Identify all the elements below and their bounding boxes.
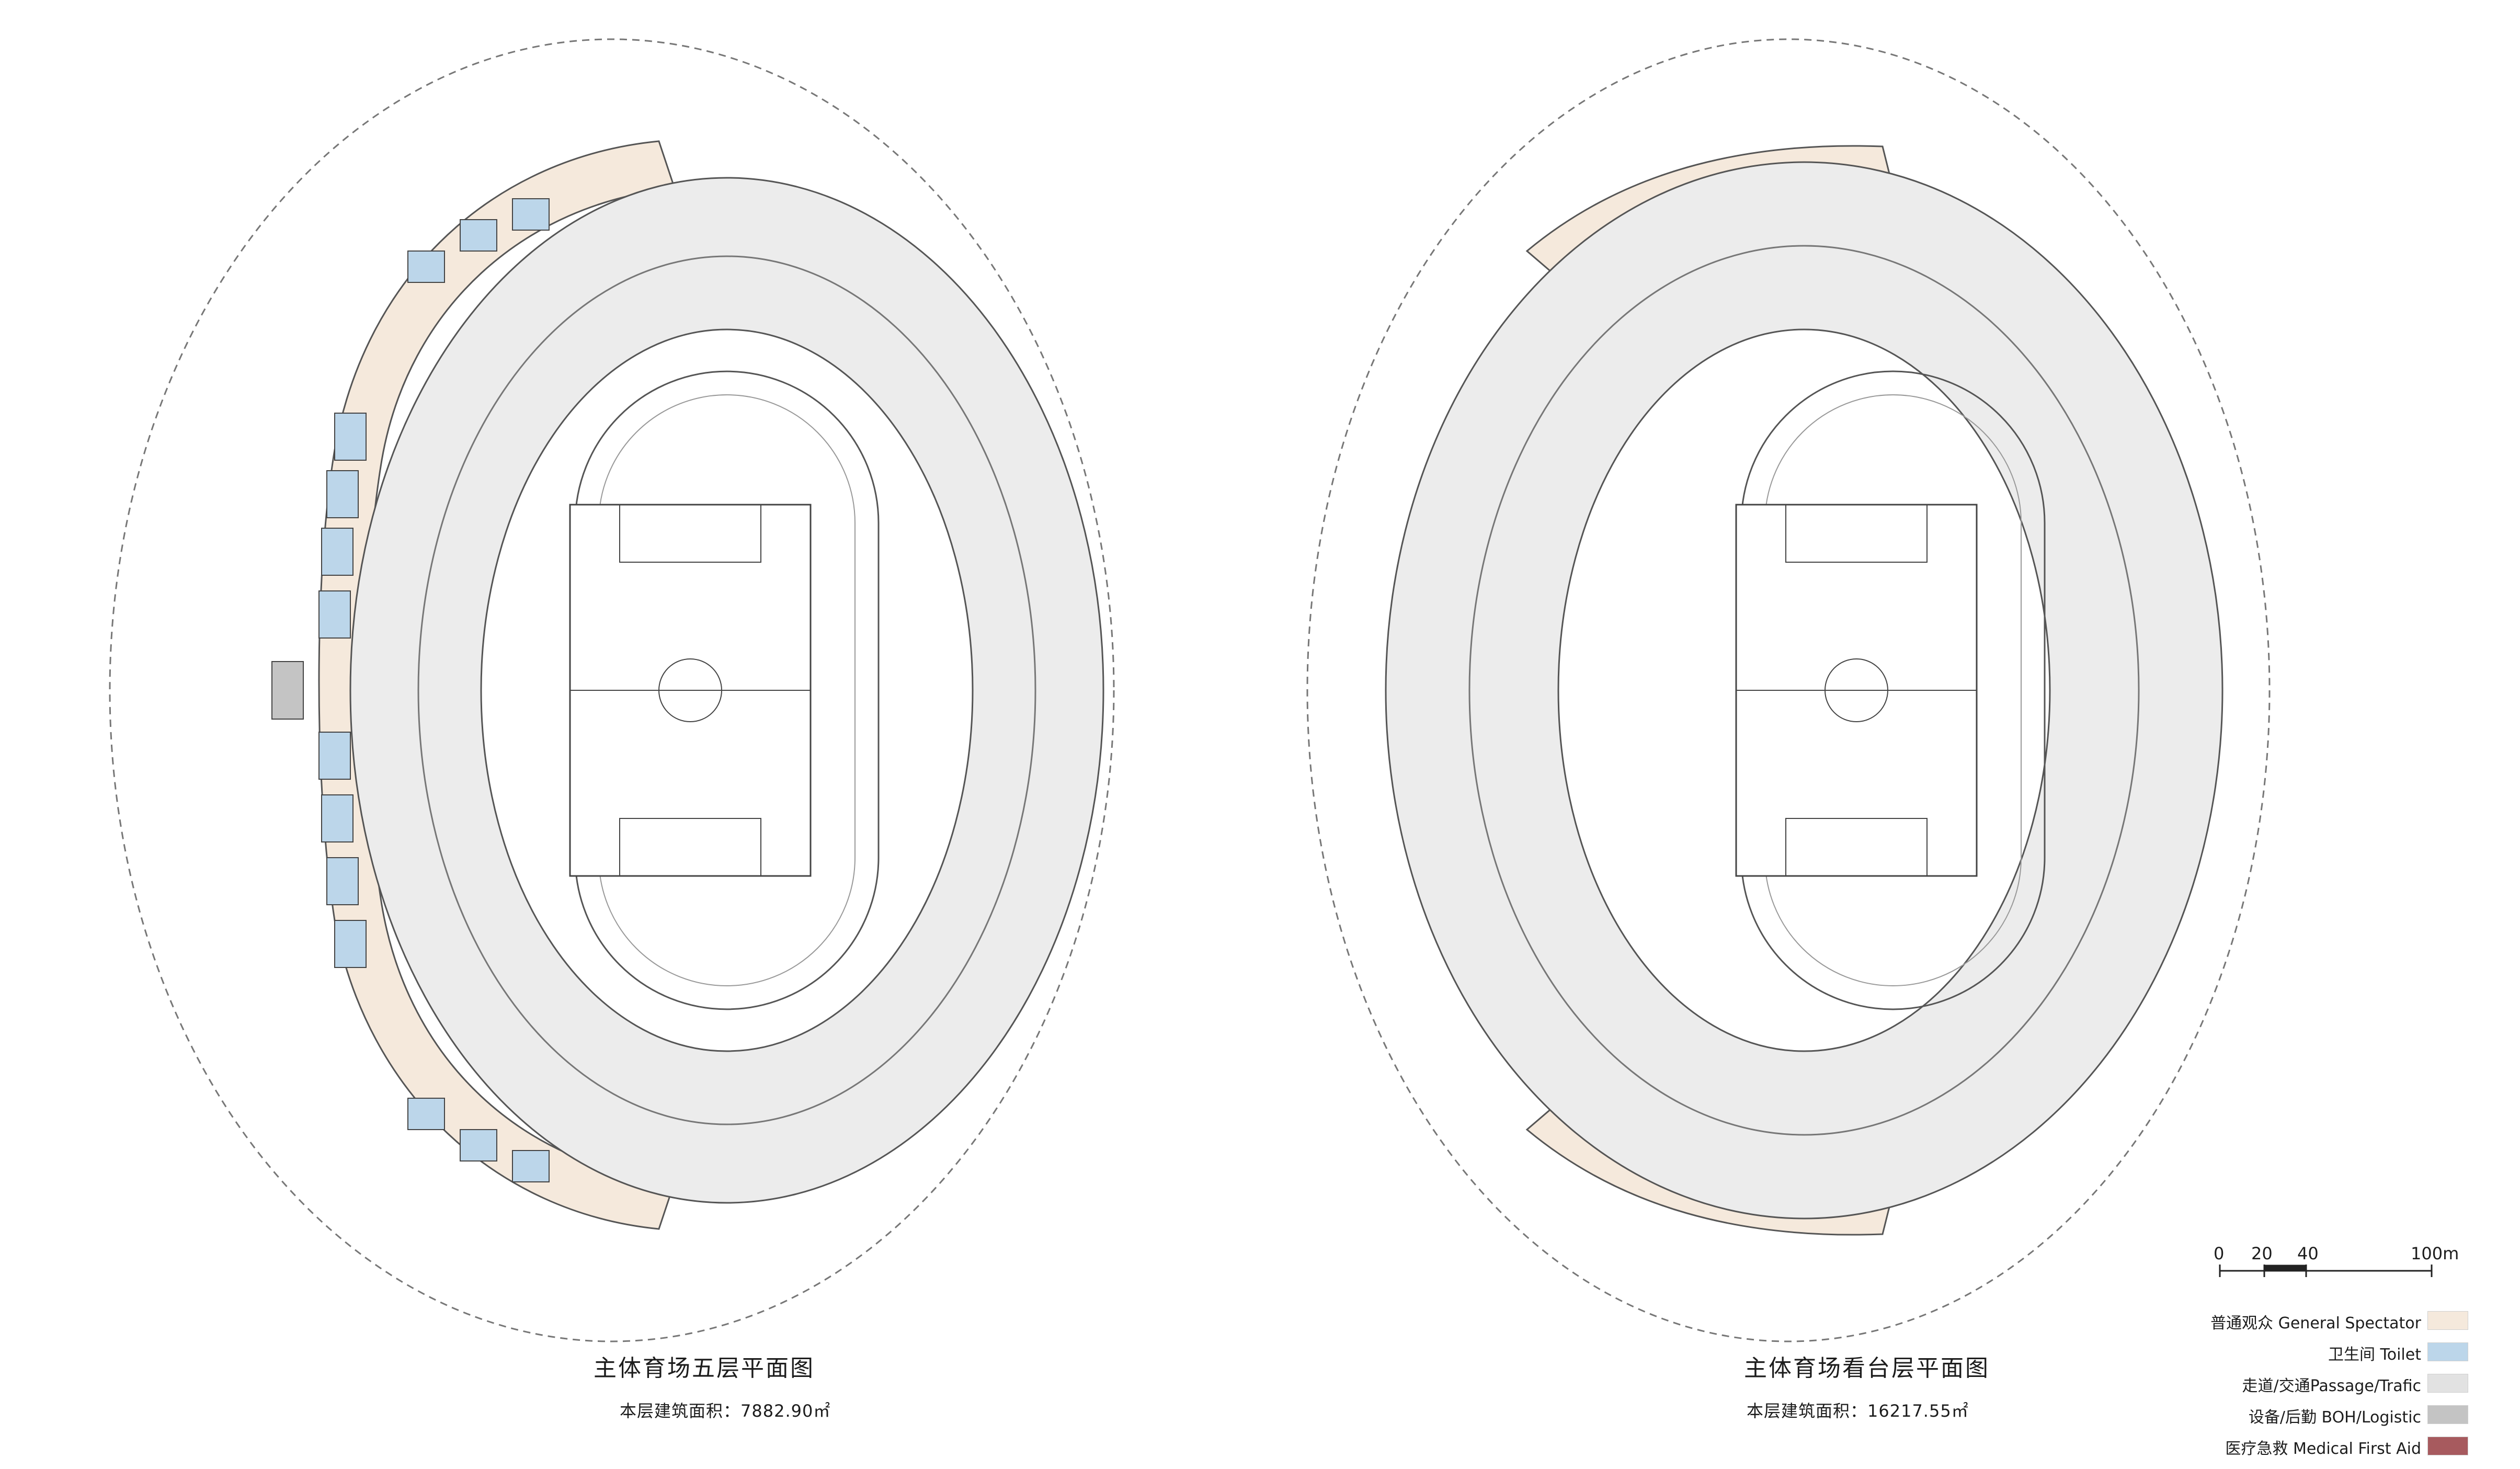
scale-bar-graphic [2219, 1265, 2433, 1277]
plan-fifth-floor [109, 38, 1115, 1342]
plan-area-stand-level: 本层建筑面积：16217.55㎡ [1747, 1401, 1969, 1421]
scale-label-100: 100m [2411, 1244, 2459, 1263]
scale-label-40: 40 [2297, 1244, 2319, 1263]
plan-title-stand-level: 主体育场看台层平面图 [1744, 1355, 1990, 1382]
scale-bar: 0 20 40 100m [2204, 1244, 2459, 1285]
site-boundary-dashed [109, 38, 1115, 1342]
legend-item: 医疗急救 Medical First Aid [2144, 1430, 2468, 1462]
scale-label-0: 0 [2214, 1244, 2225, 1263]
legend-item: 设备/后勤 BOH/Logistic [2144, 1399, 2468, 1430]
legend-swatch [2427, 1374, 2468, 1393]
legend-item: 走道/交通Passage/Trafic [2144, 1368, 2468, 1399]
penalty-box-north [1785, 504, 1928, 563]
running-track-outer [1740, 370, 2046, 1010]
legend: 普通观众 General Spectator 卫生间 Toilet 走道/交通P… [2144, 1305, 2468, 1462]
penalty-box-south [1785, 818, 1928, 876]
seating-bowl-mid [1468, 245, 2140, 1136]
running-track-inner [1764, 394, 2022, 986]
site-boundary-dashed [1306, 38, 2271, 1342]
legend-label: 走道/交通Passage/Trafic [2242, 1377, 2421, 1395]
centre-circle [658, 658, 722, 722]
legend-label: 医疗急救 Medical First Aid [2225, 1440, 2421, 1458]
legend-swatch [2427, 1311, 2468, 1330]
plan-area-fifth-floor: 本层建筑面积：7882.90㎡ [620, 1401, 831, 1421]
legend-swatch [2427, 1437, 2468, 1455]
legend-swatch [2427, 1405, 2468, 1424]
legend-swatch [2427, 1342, 2468, 1361]
legend-item: 卫生间 Toilet [2144, 1336, 2468, 1368]
legend-item: 普通观众 General Spectator [2144, 1305, 2468, 1336]
seating-bowl-mid [417, 255, 1036, 1125]
legend-label: 普通观众 General Spectator [2210, 1314, 2421, 1333]
penalty-box-north [619, 504, 761, 563]
legend-label: 设备/后勤 BOH/Logistic [2248, 1408, 2421, 1427]
legend-label: 卫生间 Toilet [2328, 1346, 2421, 1364]
logistic-room [271, 661, 304, 720]
penalty-box-south [619, 818, 761, 876]
centre-circle [1825, 658, 1888, 722]
plan-stand-level [1306, 38, 2271, 1342]
running-track-inner [598, 394, 856, 986]
running-track-outer [574, 370, 880, 1010]
plan-title-fifth-floor: 主体育场五层平面图 [594, 1355, 815, 1382]
toilet-blocks [318, 198, 550, 1182]
scale-label-20: 20 [2251, 1244, 2273, 1263]
